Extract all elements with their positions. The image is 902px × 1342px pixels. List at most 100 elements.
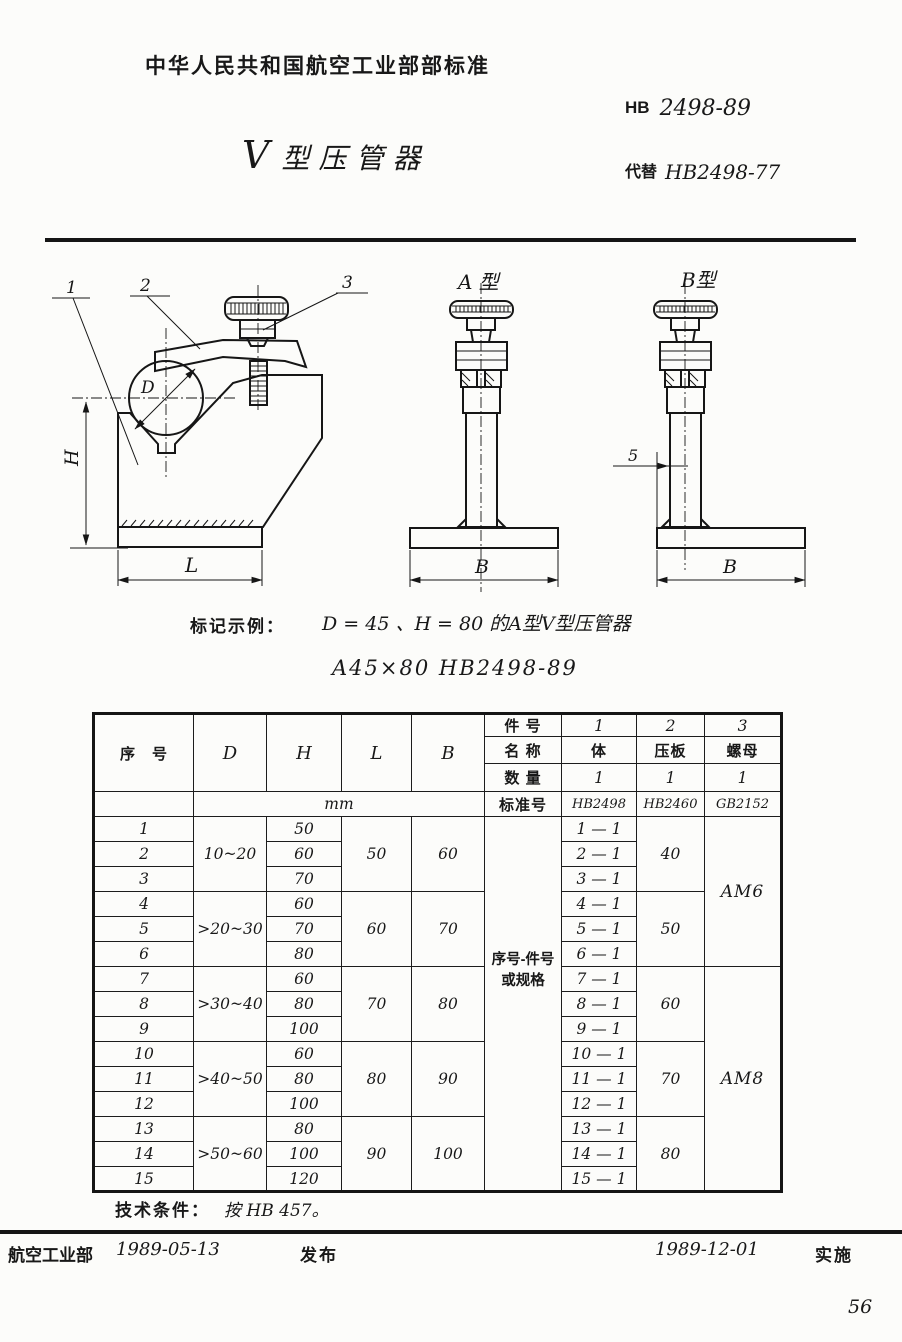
dim-label-l: L [184, 553, 198, 577]
col-header-no: 序 号 [93, 713, 194, 792]
body-ref-cell: 5 — 1 [561, 916, 637, 942]
part-std-1: HB2498 [561, 791, 637, 817]
table-row: 5 70 5 — 1 [93, 916, 782, 942]
serial-cell: 4 [93, 891, 194, 917]
part-qty-1: 1 [561, 763, 637, 792]
callout-5: 5 [628, 446, 638, 465]
b-cell: 60 [411, 816, 485, 892]
table-header-row-2: 名 称 体 压板 螺母 [94, 736, 782, 764]
parts-row-label-qty: 数 量 [484, 763, 562, 792]
h-cell: 100 [266, 1016, 342, 1042]
footer-issue-date: 1989-05-13 [116, 1239, 220, 1260]
body-ref-cell: 7 — 1 [561, 966, 637, 992]
table-header-row-3: 数 量 1 1 1 [94, 763, 782, 792]
plate-cell: 50 [636, 891, 705, 967]
h-cell: 50 [266, 816, 342, 842]
table-row: 10 >40~50 60 80 90 10 — 1 70 [93, 1041, 782, 1117]
spec-table: 序 号 D H L B 件 号 1 2 3 名 称 体 压板 螺母 数 量 1 … [92, 712, 783, 1193]
h-cell: 60 [266, 891, 342, 917]
h-cell: 70 [266, 866, 342, 892]
table-row: 7 >30~40 60 70 80 7 — 1 60 AM8 [93, 966, 782, 1192]
table-row: 6 80 6 — 1 [93, 941, 782, 967]
col-header-h: H [266, 713, 342, 792]
table-row: 4 >20~30 60 60 70 4 — 1 50 [93, 891, 782, 967]
middle-note-line1: 序号-件号 [491, 951, 555, 968]
body-ref-cell: 4 — 1 [561, 891, 637, 917]
page-number: 56 [848, 1296, 873, 1318]
h-cell: 60 [266, 1041, 342, 1067]
h-cell: 80 [266, 1066, 342, 1092]
serial-cell: 13 [93, 1116, 194, 1142]
col-header-d: D [193, 713, 267, 792]
plate-cell: 70 [636, 1041, 705, 1117]
body-ref-cell: 9 — 1 [561, 1016, 637, 1042]
standard-code-prefix: HB [625, 98, 650, 117]
l-cell: 50 [341, 816, 412, 892]
serial-cell: 7 [93, 966, 194, 992]
body-ref-cell: 1 — 1 [561, 816, 637, 842]
header-divider-rule [45, 238, 856, 242]
h-cell: 120 [266, 1166, 342, 1192]
body-ref-cell: 12 — 1 [561, 1091, 637, 1117]
footer-issuer: 航空工业部 [8, 1246, 93, 1265]
h-cell: 80 [266, 991, 342, 1017]
body-ref-cell: 11 — 1 [561, 1066, 637, 1092]
h-cell: 70 [266, 916, 342, 942]
marking-example-description: D = 45 、H = 80 的A型V型压管器 [322, 613, 631, 635]
body-ref-cell: 6 — 1 [561, 941, 637, 967]
callout-2: 2 [139, 276, 151, 296]
superseded-number: HB2498-77 [665, 160, 781, 184]
table-row: 8 80 8 — 1 [93, 991, 782, 1017]
d-range-cell: >20~30 [193, 891, 267, 967]
h-cell: 100 [266, 1141, 342, 1167]
body-ref-cell: 2 — 1 [561, 841, 637, 867]
table-row: 12 100 12 — 1 [93, 1091, 782, 1117]
serial-cell: 8 [93, 991, 194, 1017]
middle-note-line2: 或规格 [501, 972, 545, 989]
nut-cell: AM6 [704, 816, 782, 967]
h-cell: 60 [266, 841, 342, 867]
d-range-cell: 10~20 [193, 816, 267, 892]
parts-row-label-no: 件 号 [484, 713, 562, 737]
h-cell: 100 [266, 1091, 342, 1117]
callout-1: 1 [66, 278, 77, 298]
b-cell: 80 [411, 966, 485, 1042]
part-name-3: 螺母 [704, 736, 782, 764]
table-row: 1 10~20 50 50 60 序号-件号 或规格 1 — 1 40 AM6 [93, 816, 782, 1192]
parts-row-label-name: 名 称 [484, 736, 562, 764]
serial-cell: 6 [93, 941, 194, 967]
table-row: 15 120 15 — 1 [93, 1166, 782, 1192]
standard-code: HB 2498-89 [625, 96, 751, 121]
part-number-3: 3 [704, 713, 782, 737]
table-row: 13 >50~60 80 90 100 13 — 1 80 [93, 1116, 782, 1192]
table-header-row-1: 序 号 D H L B 件 号 1 2 3 [93, 713, 782, 792]
callout-3: 3 [342, 273, 353, 293]
plate-cell: 60 [636, 966, 705, 1042]
technical-drawing: D 1 2 3 H L [52, 268, 806, 592]
dim-label-h: H [61, 449, 83, 467]
part-std-3: GB2152 [704, 791, 782, 817]
type-b-view: B型 5 B [613, 268, 806, 587]
part-qty-2: 1 [636, 763, 705, 792]
middle-note-cell: 序号-件号 或规格 [484, 816, 562, 1192]
view-b-label: B型 [680, 268, 719, 292]
table-header-row-4: mm 标准号 HB2498 HB2460 GB2152 [93, 791, 782, 817]
footer-implementation-date: 1989-12-01 [655, 1239, 759, 1260]
org-standard-title: 中华人民共和国航空工业部部标准 [145, 55, 490, 78]
h-cell: 60 [266, 966, 342, 992]
part-number-1: 1 [561, 713, 637, 737]
body-ref-cell: 3 — 1 [561, 866, 637, 892]
marking-example-label: 标记示例： [190, 617, 285, 636]
serial-cell: 15 [93, 1166, 194, 1192]
b-cell: 100 [411, 1116, 485, 1192]
nut-cell: AM8 [704, 966, 782, 1192]
standard-code-number: 2498-89 [659, 96, 751, 121]
part-qty-3: 1 [704, 763, 782, 792]
serial-cell: 9 [93, 1016, 194, 1042]
dim-label-d: D [140, 378, 155, 398]
col-header-b: B [411, 713, 485, 792]
view-a-label: A 型 [456, 270, 502, 294]
footer-issue-label: 发布 [300, 1246, 338, 1265]
